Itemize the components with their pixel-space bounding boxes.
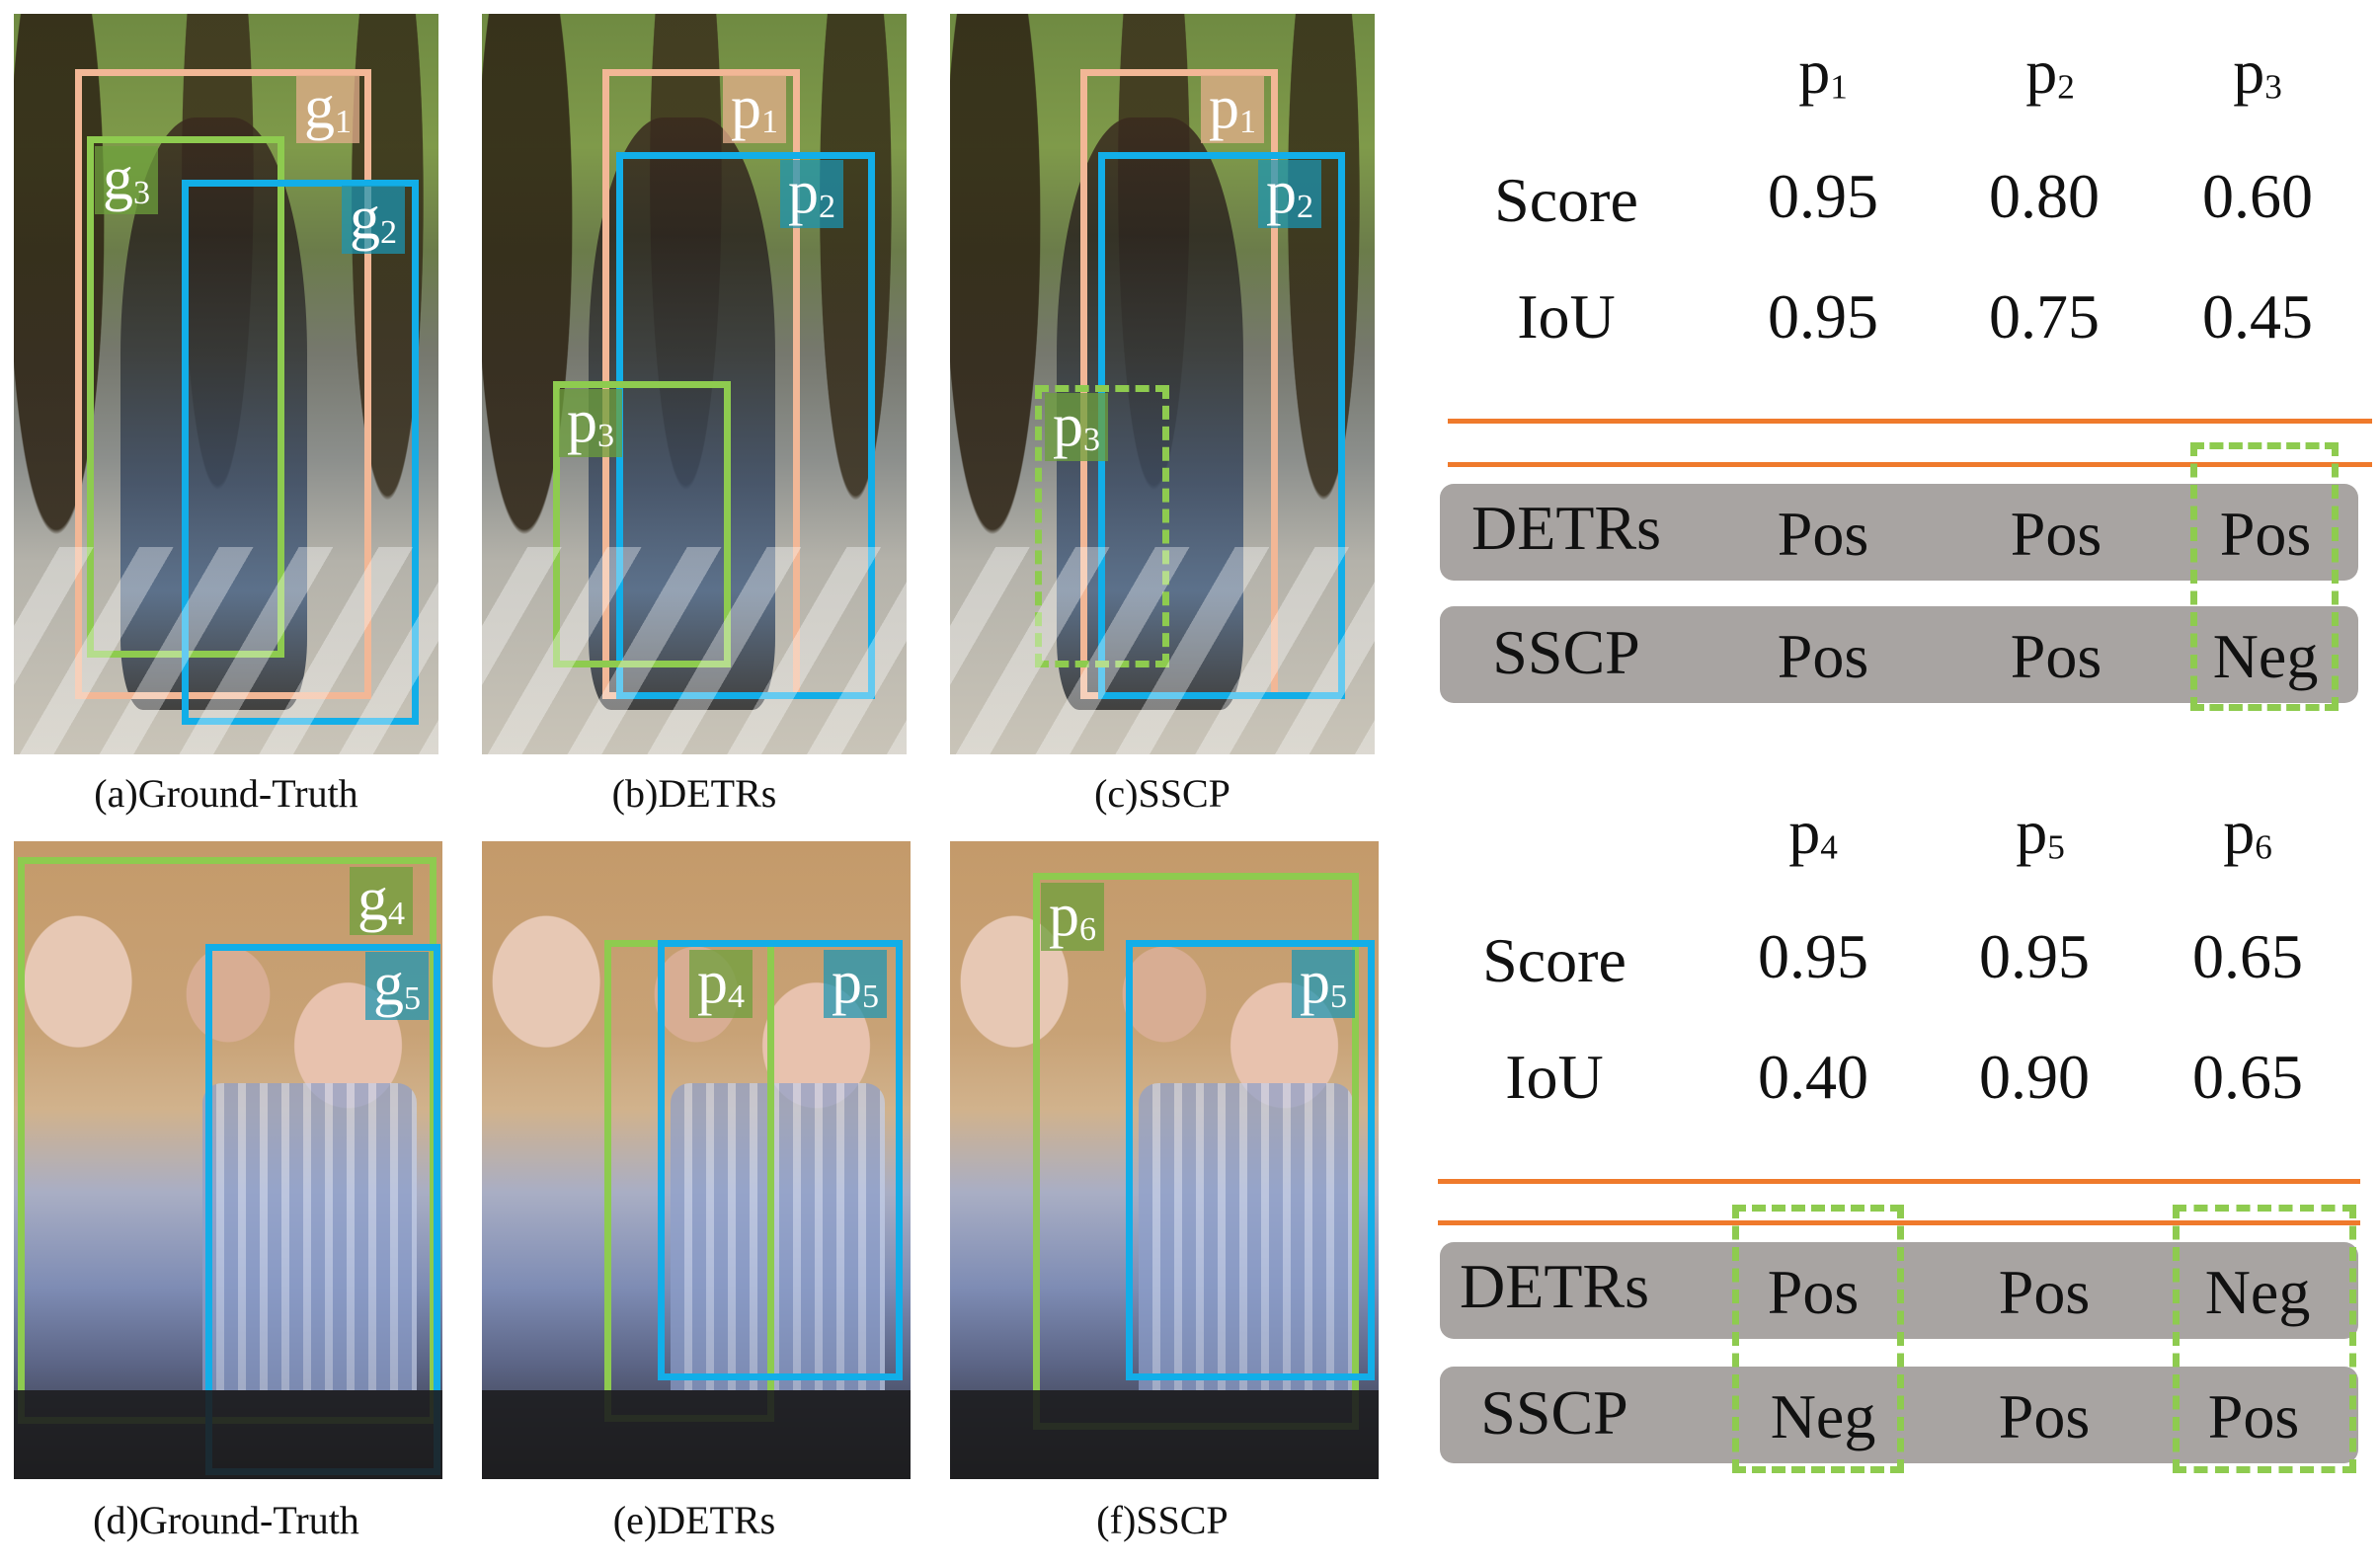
detrs-value: Pos bbox=[1767, 1257, 1860, 1327]
orange-rule bbox=[1448, 419, 2372, 424]
score-label: Score bbox=[1494, 165, 1638, 235]
tag-p5: p5 bbox=[1292, 950, 1356, 1019]
orange-rule bbox=[1438, 1179, 2360, 1184]
caption-a: (a)Ground-Truth bbox=[94, 771, 358, 816]
sscp-value: Neg bbox=[1770, 1381, 1876, 1451]
sscp-value: Pos bbox=[1998, 1381, 2091, 1451]
score-value: 0.95 bbox=[1768, 161, 1878, 231]
score-value: 0.95 bbox=[1979, 921, 2090, 991]
tag-p2: p2 bbox=[1258, 160, 1322, 229]
detrs-value: Pos bbox=[2219, 499, 2312, 569]
tag-g2: g2 bbox=[342, 186, 406, 255]
highlight-p3-column bbox=[2190, 442, 2339, 711]
photo-d-ground-truth-kitchen: g4 g5 bbox=[14, 841, 442, 1479]
caption-f: (f)SSCP bbox=[1096, 1498, 1229, 1542]
highlight-p4-column bbox=[1732, 1205, 1904, 1473]
tag-p3: p3 bbox=[1045, 393, 1109, 462]
iou-value: 0.95 bbox=[1768, 281, 1878, 352]
iou-value: 0.90 bbox=[1979, 1042, 2090, 1112]
score-value: 0.60 bbox=[2202, 161, 2313, 231]
sscp-value: Pos bbox=[2010, 621, 2102, 691]
tag-p1: p1 bbox=[1201, 75, 1265, 144]
box-p5 bbox=[658, 940, 903, 1380]
box-p5 bbox=[1126, 940, 1375, 1380]
sscp-row-bar bbox=[1440, 606, 2358, 703]
tag-p4: p4 bbox=[689, 950, 754, 1019]
score-value: 0.65 bbox=[2192, 921, 2303, 991]
header-p2: p2 bbox=[2025, 37, 2075, 107]
header-p3: p3 bbox=[2233, 37, 2282, 107]
iou-value: 0.75 bbox=[1989, 281, 2100, 352]
photo-f-sscp-kitchen: p6 p5 bbox=[950, 841, 1379, 1479]
detrs-value: Neg bbox=[2204, 1257, 2311, 1327]
detrs-label: DETRs bbox=[1460, 1251, 1649, 1321]
detrs-value: Pos bbox=[2010, 499, 2102, 569]
iou-label: IoU bbox=[1517, 281, 1616, 352]
tag-g3: g3 bbox=[95, 146, 159, 215]
score-label: Score bbox=[1482, 925, 1626, 995]
photo-b-detrs-street: p1 p2 p3 bbox=[482, 14, 907, 754]
sscp-value: Neg bbox=[2212, 621, 2319, 691]
tag-p5: p5 bbox=[824, 950, 888, 1019]
header-p5: p5 bbox=[2016, 797, 2065, 867]
photo-a-ground-truth-street: g1 g3 g2 bbox=[14, 14, 438, 754]
box-g2 bbox=[182, 180, 419, 725]
header-p1: p1 bbox=[1798, 37, 1848, 107]
sscp-value: Pos bbox=[1777, 621, 1869, 691]
header-p4: p4 bbox=[1788, 797, 1838, 867]
score-value: 0.95 bbox=[1758, 921, 1868, 991]
caption-d: (d)Ground-Truth bbox=[93, 1498, 359, 1542]
detrs-label: DETRs bbox=[1471, 493, 1661, 563]
sscp-value: Pos bbox=[2207, 1381, 2300, 1451]
iou-value: 0.45 bbox=[2202, 281, 2313, 352]
box-g5 bbox=[205, 944, 440, 1475]
iou-value: 0.65 bbox=[2192, 1042, 2303, 1112]
tag-p2: p2 bbox=[780, 160, 844, 229]
tag-g4: g4 bbox=[350, 867, 414, 936]
tag-g5: g5 bbox=[365, 952, 430, 1021]
photo-c-sscp-street: p1 p2 p3 bbox=[950, 14, 1375, 754]
detrs-row-bar bbox=[1440, 484, 2358, 581]
highlight-p6-column bbox=[2173, 1205, 2356, 1473]
tag-p6: p6 bbox=[1041, 883, 1105, 952]
caption-e: (e)DETRs bbox=[612, 1498, 776, 1542]
sscp-label: SSCP bbox=[1480, 1377, 1628, 1448]
photo-e-detrs-kitchen: p4 p5 bbox=[482, 841, 911, 1479]
score-value: 0.80 bbox=[1989, 161, 2100, 231]
iou-value: 0.40 bbox=[1758, 1042, 1868, 1112]
caption-b: (b)DETRs bbox=[611, 771, 777, 816]
detrs-value: Pos bbox=[1998, 1257, 2091, 1327]
tag-g1: g1 bbox=[296, 75, 360, 144]
detrs-value: Pos bbox=[1777, 499, 1869, 569]
sscp-label: SSCP bbox=[1492, 617, 1640, 687]
header-p6: p6 bbox=[2223, 797, 2272, 867]
caption-c: (c)SSCP bbox=[1094, 771, 1230, 816]
iou-label: IoU bbox=[1505, 1042, 1604, 1112]
tag-p3: p3 bbox=[559, 389, 623, 458]
orange-rule bbox=[1448, 462, 2372, 467]
tag-p1: p1 bbox=[723, 75, 787, 144]
